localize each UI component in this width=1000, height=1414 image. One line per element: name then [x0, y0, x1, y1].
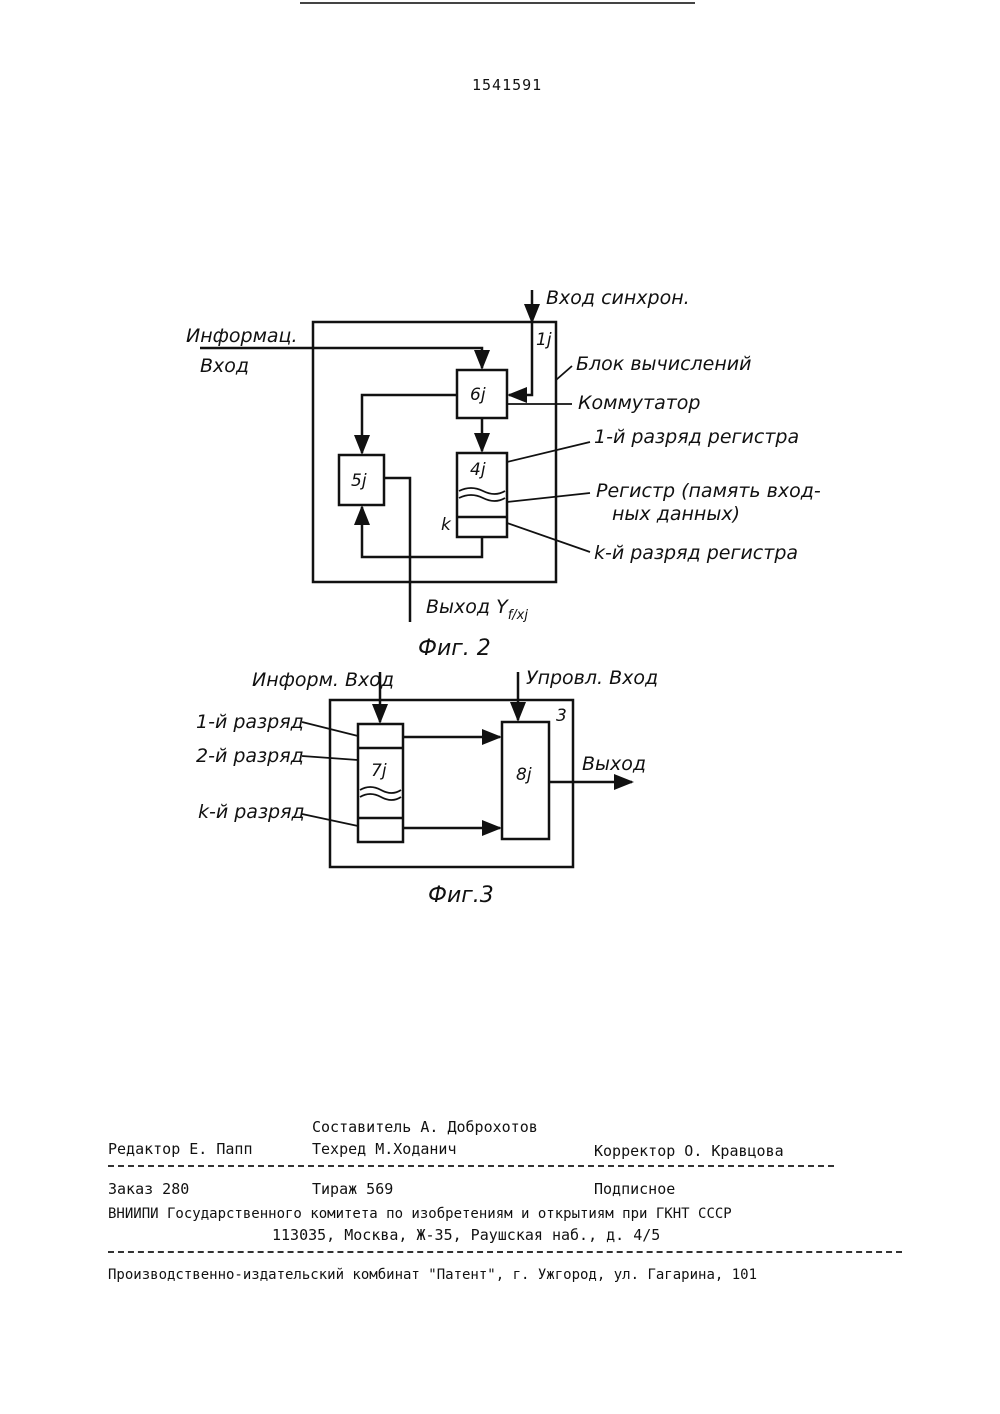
imprint-separator-2: [108, 1251, 902, 1253]
leader-reg-first: [507, 442, 590, 462]
register-wave-2: [459, 495, 505, 501]
output-label: Выход Yf/xj: [426, 596, 528, 623]
compute-block-label: Блок вычислений: [576, 353, 752, 375]
register-label-1: Регистр (память вход-: [596, 480, 821, 502]
block-7j-label: 7j: [371, 761, 387, 781]
figure-3-caption: Фиг.3: [428, 883, 494, 908]
leader-reg-k: [507, 523, 590, 552]
imprint-subscription: Подписное: [594, 1180, 675, 1198]
imprint-editor: Редактор Е. Папп: [108, 1140, 253, 1158]
imprint-compiler: Составитель А. Доброхотов: [312, 1118, 538, 1136]
figure-2-labels: Вход синхрон. Информац. Вход 1j Блок выч…: [186, 287, 821, 661]
switch-label: Коммутатор: [578, 392, 701, 414]
imprint-separator-1: [108, 1165, 834, 1167]
bitk-label: k-й разряд: [198, 801, 305, 823]
imprint-order: Заказ 280: [108, 1180, 189, 1198]
reg-first-bit-label: 1-й разряд регистра: [594, 426, 799, 448]
reg7-wave-1: [360, 787, 401, 793]
block-5j-label: 5j: [351, 471, 367, 491]
block-7j-register: [358, 724, 403, 842]
switch-to-5-arrow: [362, 395, 457, 453]
output-line: [384, 478, 410, 622]
block-8j-label: 8j: [516, 765, 532, 785]
figures-drawing: Вход синхрон. Информац. Вход 1j Блок выч…: [0, 0, 1000, 1000]
control-input-label: Упровл. Вход: [526, 667, 658, 689]
block-4j-label: 4j: [470, 460, 486, 480]
imprint-techred: Техред М.Ходанич: [312, 1140, 457, 1158]
compute-block-frame: [313, 322, 556, 582]
block-ref-3: 3: [556, 706, 567, 726]
block-6j-label: 6j: [470, 385, 486, 405]
imprint-vniipi: ВНИИПИ Государственного комитета по изоб…: [108, 1205, 732, 1223]
leader-compute-block: [556, 366, 572, 380]
imprint-address: 113035, Москва, Ж-35, Раушская наб., д. …: [272, 1226, 660, 1244]
register-to-5-arrow: [362, 507, 482, 557]
sync-input-label: Вход синхрон.: [546, 287, 690, 309]
block-ref-1j: 1j: [536, 330, 552, 350]
register-label-2: ных данных): [612, 503, 740, 525]
sync-line: [509, 322, 532, 395]
figure-3-labels: Информ. Вход Упровл. Вход 1-й разряд 2-й…: [196, 667, 658, 908]
leader-register: [507, 493, 590, 502]
imprint-plant: Производственно-издательский комбинат "П…: [108, 1266, 757, 1284]
imprint-circulation: Тираж 569: [312, 1180, 393, 1198]
bit1-label: 1-й разряд: [196, 711, 304, 733]
imprint-corrector: Корректор О. Кравцова: [594, 1142, 784, 1160]
info-input-label-2: Вход: [200, 355, 249, 377]
k-mark: k: [441, 515, 452, 535]
info-input-label-3: Информ. Вход: [252, 669, 394, 691]
reg-k-bit-label: k-й разряд регистра: [594, 542, 798, 564]
bit2-label: 2-й разряд: [196, 745, 304, 767]
register-wave-1: [459, 488, 505, 494]
info-input-label-1: Информац.: [186, 325, 298, 347]
reg7-wave-2: [360, 794, 401, 800]
figure-2-caption: Фиг. 2: [418, 636, 491, 661]
output-label-3: Выход: [582, 753, 646, 775]
